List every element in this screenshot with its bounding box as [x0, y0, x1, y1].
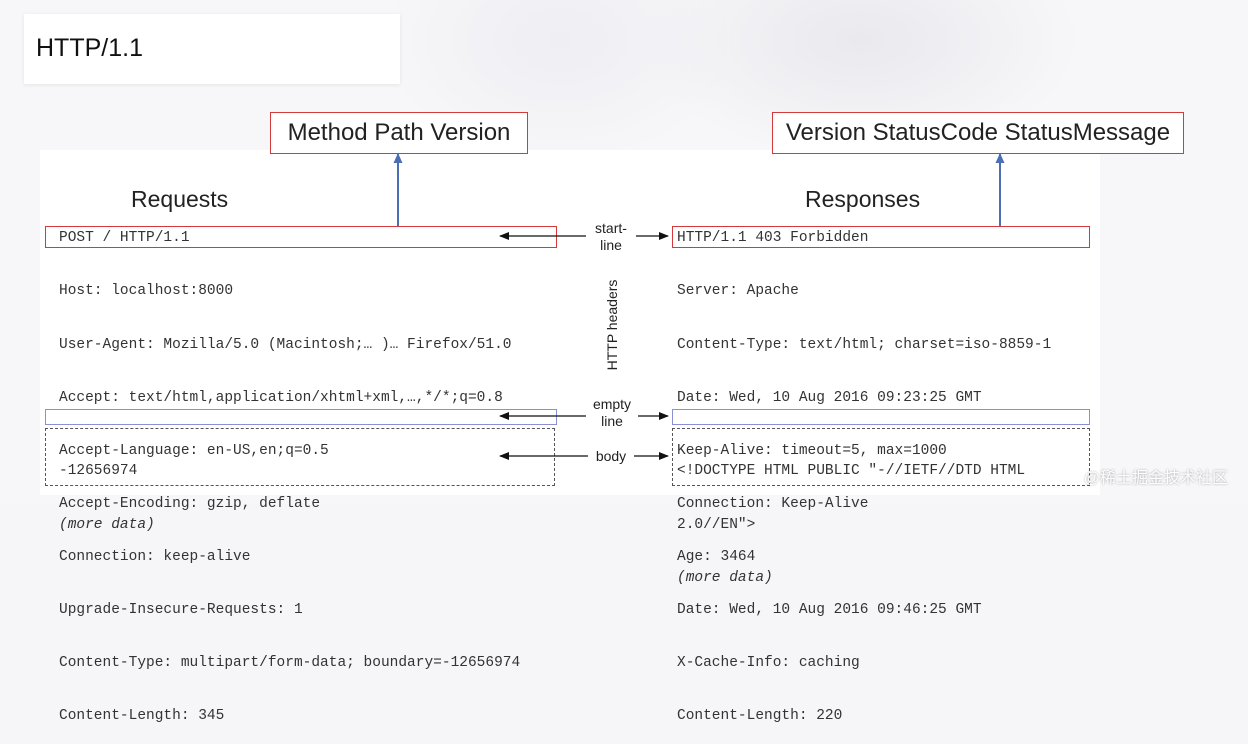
response-header-line: Keep-Alive: timeout=5, max=1000: [677, 442, 947, 459]
title-card: HTTP/1.1: [24, 14, 400, 84]
requests-heading: Requests: [131, 186, 229, 212]
request-body-box: [45, 428, 555, 486]
request-body-line: (more data): [59, 516, 155, 533]
empty-line-label: empty line: [586, 396, 638, 430]
response-annotation-box: Version StatusCode StatusMessage: [772, 112, 1184, 154]
responses-heading: Responses: [805, 186, 921, 212]
diagram-arrows: [393, 153, 1005, 460]
request-header-line: Content-Length: 345: [59, 708, 225, 725]
response-header-line: Server: Apache: [677, 283, 799, 300]
body-label: body: [595, 448, 627, 464]
start-line-label-line: line: [600, 237, 622, 253]
response-header-line: Date: Wed, 10 Aug 2016 09:23:25 GMT: [677, 389, 982, 406]
request-body-line: -12656974: [59, 463, 138, 480]
response-start-line-box: [672, 226, 1090, 248]
response-body-line: 2.0//EN">: [677, 516, 756, 533]
request-header-line: Accept-Language: en-US,en;q=0.5: [59, 442, 329, 459]
request-header-line: User-Agent: Mozilla/5.0 (Macintosh;… )… …: [59, 336, 512, 353]
request-header-line: Upgrade-Insecure-Requests: 1: [59, 601, 303, 618]
request-header-line: Content-Type: multipart/form-data; bound…: [59, 655, 521, 672]
response-header-line: Content-Length: 220: [677, 708, 843, 725]
request-header-line: Host: localhost:8000: [59, 283, 234, 300]
empty-line-label-line: empty: [592, 396, 632, 412]
start-line-label: start- line: [588, 220, 634, 254]
diagram-canvas: [40, 150, 1100, 495]
request-header-line: Accept: text/html,application/xhtml+xml,…: [59, 389, 503, 406]
response-body-line: (more data): [677, 569, 773, 586]
response-empty-line-box: [672, 409, 1090, 425]
request-start-line: POST / HTTP/1.1: [59, 230, 190, 246]
page-title: HTTP/1.1: [36, 34, 143, 62]
empty-line-label-line: line: [601, 413, 623, 429]
response-body-line: <!DOCTYPE HTML PUBLIC "-//IETF//DTD HTML: [677, 463, 1026, 480]
response-body-box: [672, 428, 1090, 486]
request-annotation-box: Method Path Version: [270, 112, 528, 154]
response-start-line: HTTP/1.1 403 Forbidden: [677, 230, 869, 246]
request-empty-line-box: [45, 409, 557, 425]
request-start-line-box: [45, 226, 557, 248]
response-header-line: Content-Type: text/html; charset=iso-885…: [677, 336, 1052, 353]
start-line-label-line: start-: [595, 220, 627, 236]
response-header-line: X-Cache-Info: caching: [677, 655, 860, 672]
watermark: @稀土掘金技术社区: [1083, 470, 1228, 487]
